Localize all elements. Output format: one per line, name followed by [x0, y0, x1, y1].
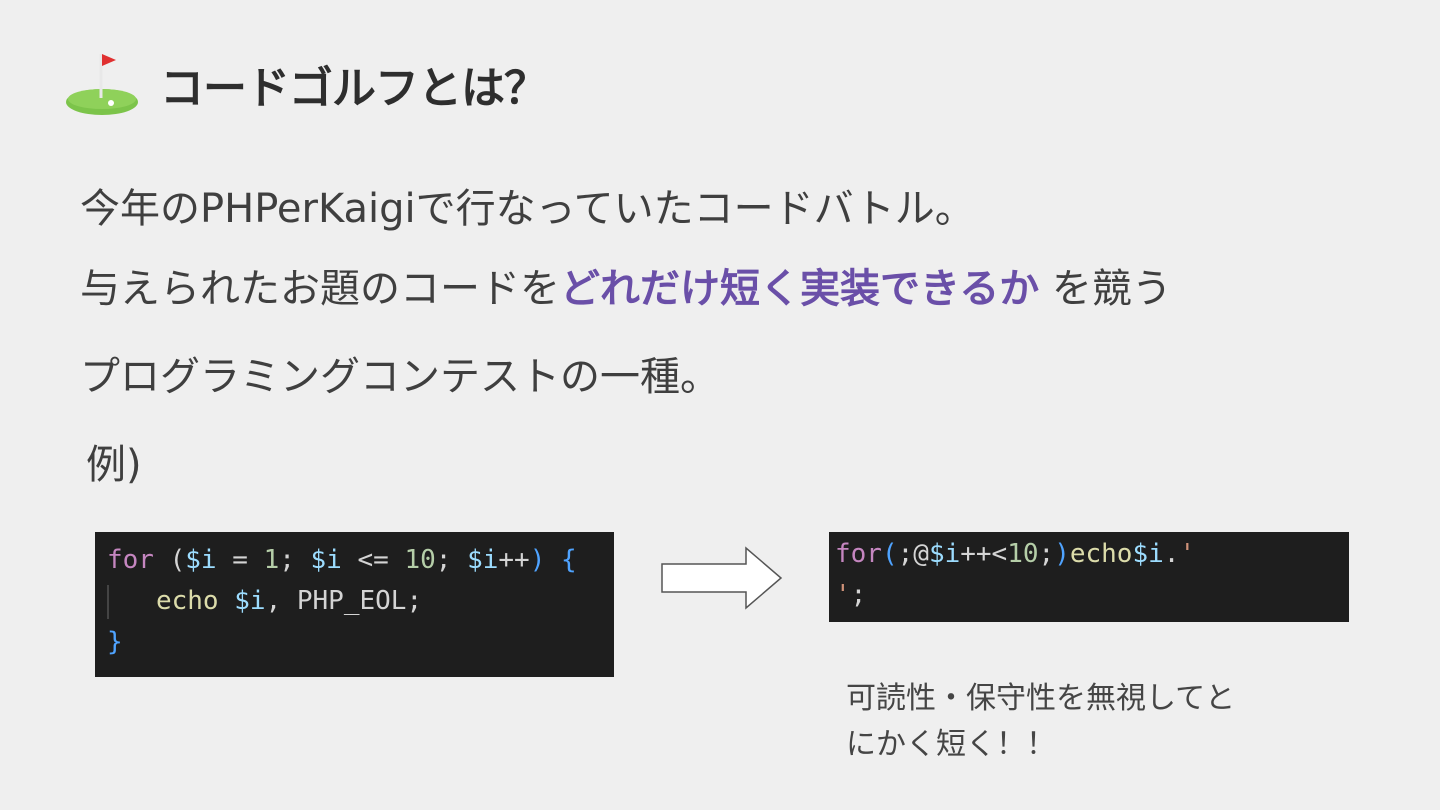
code-token: $i — [234, 586, 266, 616]
code-token: ) — [529, 545, 546, 575]
code-token: <= — [341, 545, 405, 575]
golf-green-icon — [66, 54, 138, 115]
code-token: $i — [928, 539, 961, 569]
code-token: ++< — [960, 539, 1008, 569]
page-title: コードゴルフとは？ — [160, 63, 548, 114]
code-token: echo — [1069, 539, 1133, 569]
example-label: 例) — [86, 442, 142, 488]
code-token: 1 — [263, 545, 280, 575]
note-line-1: 可読性・保守性を無視してと — [846, 681, 1236, 716]
indent-guide — [107, 584, 109, 619]
code-token: ( — [153, 545, 186, 575]
code-token: ' — [835, 580, 851, 610]
code-token: ;@ — [897, 539, 929, 569]
code-token: 10 — [1007, 539, 1039, 569]
code-token: ++ — [498, 545, 530, 575]
note-text: 可読性・保守性を無視してと にかく短く！！ — [846, 676, 1286, 768]
code-block-after: for(;@$i++<10;)echo$i.''; — [829, 532, 1349, 622]
code-token: { — [545, 545, 577, 575]
right-arrow-icon — [661, 546, 783, 610]
code-token: , PHP_EOL; — [265, 586, 423, 616]
code-token: ) — [1054, 539, 1070, 569]
code-line: } — [107, 622, 614, 663]
body-line-2-prefix: 与えられたお題のコードを — [80, 266, 560, 312]
code-token: for — [107, 545, 154, 575]
code-token: 10 — [404, 545, 436, 575]
code-token: ; — [850, 580, 867, 610]
code-token: for — [835, 539, 882, 569]
code-line: for(;@$i++<10;)echo$i.' — [835, 534, 1349, 575]
code-token: } — [107, 627, 123, 657]
code-token: ' — [1179, 539, 1196, 569]
code-token: echo — [155, 586, 219, 616]
body-line-2: 与えられたお題のコードをどれだけ短く実装できるか を競う — [80, 256, 1172, 314]
code-token: ; — [279, 545, 311, 575]
code-block-before: for ($i = 1; $i <= 10; $i++) { echo $i, … — [95, 532, 614, 677]
highlight-text: どれだけ短く実装できるか — [560, 266, 1040, 312]
code-token: = — [216, 545, 264, 575]
code-line: for ($i = 1; $i <= 10; $i++) { — [107, 540, 614, 581]
code-token: $i — [185, 545, 217, 575]
code-token: $i — [467, 545, 499, 575]
body-line-3: プログラミングコンテストの一種。 — [80, 354, 720, 400]
note-line-2: にかく短く！！ — [846, 727, 1056, 762]
code-token — [219, 586, 235, 616]
code-line: '; — [835, 575, 1349, 616]
code-line: echo $i, PHP_EOL; — [107, 581, 614, 622]
code-token: ( — [881, 539, 898, 569]
code-token: . — [1163, 539, 1180, 569]
body-line-2-suffix: を競う — [1039, 266, 1172, 312]
body-line-1: 今年のPHPerKaigiで行なっていたコードバトル。 — [80, 186, 975, 232]
code-token: ; — [1038, 539, 1055, 569]
code-token: $i — [1132, 539, 1164, 569]
code-token: ; — [435, 545, 468, 575]
code-token: $i — [310, 545, 342, 575]
